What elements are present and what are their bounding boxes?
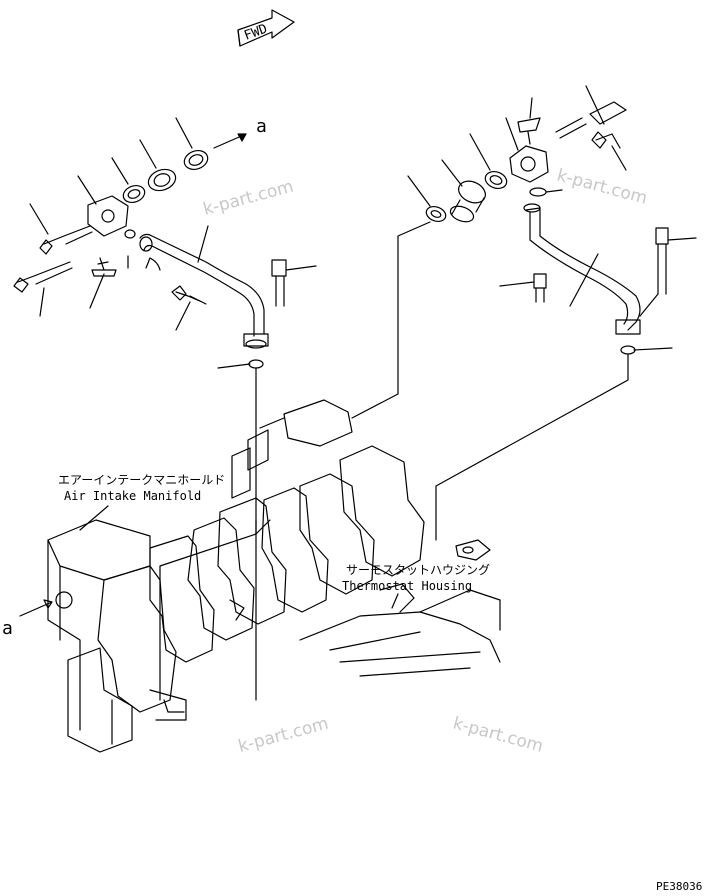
left-connector-assembly: a <box>13 116 317 701</box>
drawing-code: PE38036 <box>656 880 702 893</box>
ref-letter-left: a <box>2 618 13 639</box>
thermostat-label-en: Thermostat Housing <box>342 579 472 593</box>
fwd-arrow-icon: FWD <box>237 9 295 47</box>
thermostat-label-jp: サーモスタットハウジング <box>346 563 490 577</box>
ref-letter-top: a <box>256 116 267 137</box>
manifold-label-jp: エアーインテークマニホールド <box>58 473 225 487</box>
thermostat-callout: サーモスタットハウジング Thermostat Housing <box>342 563 490 609</box>
watermark: k-part.com <box>236 714 331 757</box>
watermark: k-part.com <box>451 714 546 757</box>
watermark: k-part.com <box>555 166 650 209</box>
watermark: k-part.com <box>201 177 296 220</box>
right-connector-assembly <box>351 85 697 541</box>
fwd-label: FWD <box>242 22 269 44</box>
manifold-callout: エアーインテークマニホールド Air Intake Manifold <box>58 473 225 531</box>
engine-block-outline: a <box>2 399 501 753</box>
manifold-label-en: Air Intake Manifold <box>64 489 201 503</box>
